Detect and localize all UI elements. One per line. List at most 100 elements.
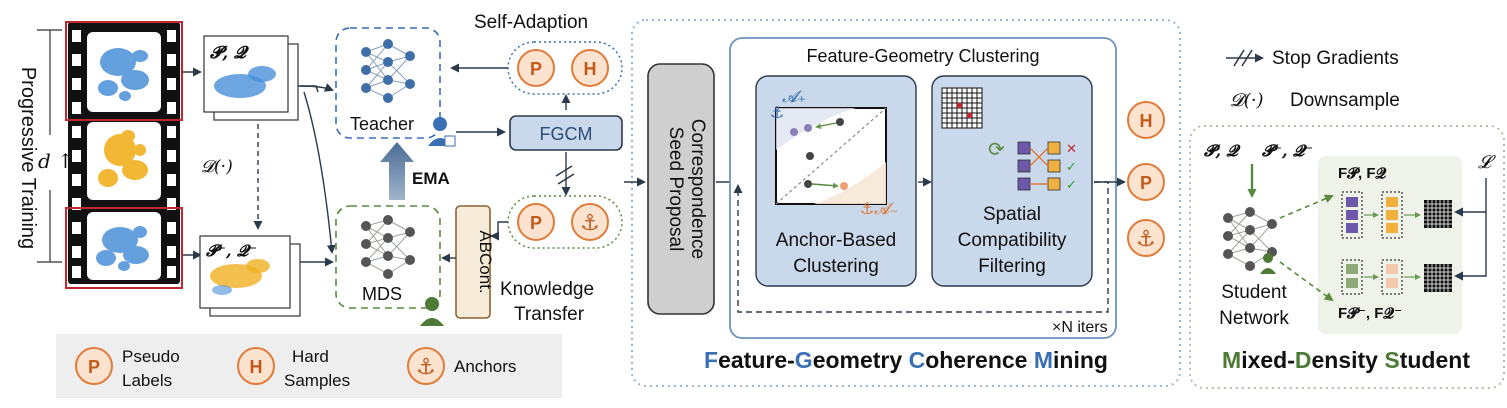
pq-minus-card-stack	[199, 235, 301, 317]
stop-gradient-legend-icon	[1226, 49, 1264, 67]
point-cloud-blue-top	[98, 48, 149, 101]
similarity-matrix-lower	[1424, 264, 1452, 292]
fgcm-title-part-5: oherence	[925, 347, 1034, 373]
legend-hard-line2: Samples	[284, 371, 350, 390]
legend-pseudo-line2: Labels	[122, 371, 172, 390]
legend-pseudo-badge: P	[75, 347, 113, 385]
legend-pseudo-line1: Pseudo	[122, 347, 180, 366]
compatibility-grid-icon	[941, 87, 983, 129]
spatial-line3: Filtering	[978, 256, 1046, 277]
downsample-symbol: 𝓓(·)	[1230, 90, 1264, 111]
fgcm-title: Feature-Geometry Coherence Mining	[704, 347, 1108, 373]
teacher-box	[335, 27, 441, 139]
iteration-loop-arrow	[733, 181, 1109, 313]
arrow-kt-to-abcont	[490, 221, 508, 241]
student-title: Mixed-Density Student	[1222, 347, 1470, 373]
mds-box	[335, 205, 441, 309]
stop-gradient-mark	[555, 165, 575, 185]
self-adaption-hard-badge: H	[571, 49, 609, 87]
point-cloud-blue-bottom	[96, 226, 149, 271]
kt-pseudo-badge: P	[517, 203, 555, 241]
svg-text:P: P	[530, 59, 542, 79]
progressive-training-label: Progressive Training	[17, 67, 39, 249]
self-adaption-pseudo-badge: P	[517, 49, 555, 87]
pq-label: 𝓟, 𝓠	[210, 43, 249, 63]
student-title-part-0: M	[1222, 347, 1241, 373]
student-network-icon	[1223, 207, 1277, 274]
svg-text:Progressive Training: Progressive Training	[17, 67, 39, 249]
student-f-label: F𝓟, F𝓠	[1338, 165, 1386, 182]
fgc-inner-title: Feature-Geometry Clustering	[806, 46, 1039, 66]
legend-hard-badge: H	[237, 347, 275, 385]
svg-text:⚓: ⚓	[580, 210, 600, 235]
similarity-matrix-upper	[1424, 200, 1452, 228]
self-adaption-label: Self-Adaption	[474, 12, 588, 33]
stop-gradients-label: Stop Gradients	[1272, 48, 1399, 69]
seed-proposal-box	[647, 63, 715, 315]
iters-label: ×N iters	[1052, 319, 1108, 336]
svg-text:✕: ✕	[1066, 141, 1077, 156]
legend-anchors-label: Anchors	[454, 357, 516, 376]
student-title-part-5: tudent	[1400, 347, 1471, 373]
svg-text:✓: ✓	[1066, 159, 1077, 174]
fgcm-title-part-7: ining	[1053, 347, 1108, 373]
seed-line2: Seed Proposal	[665, 127, 686, 252]
arrow-pq-to-mds	[303, 91, 336, 254]
fgcm-out-pseudo-badge: P	[1127, 163, 1165, 201]
mds-label: MDS	[362, 284, 402, 304]
a-plus-label: 𝓐₊	[782, 87, 806, 106]
refresh-icon: ⟳	[988, 139, 1005, 161]
legend-hard-line1: Hard	[292, 347, 329, 366]
anchor-line2: Clustering	[793, 256, 879, 277]
knowledge-transfer-line1: Knowledge	[500, 279, 594, 300]
fgcm-title-part-2: G	[795, 347, 813, 373]
fgcm-title-part-6: M	[1034, 347, 1053, 373]
ema-label: EMA	[412, 169, 450, 188]
svg-text:⚓: ⚓	[416, 354, 436, 379]
arrow-pq-to-teacher	[299, 83, 334, 92]
student-input-pq: 𝓟, 𝓠	[1204, 141, 1242, 160]
teacher-person-icon	[428, 117, 456, 147]
svg-text:⚓: ⚓	[1136, 226, 1156, 251]
teacher-network-nodes	[361, 39, 415, 103]
mds-person-icon	[420, 297, 444, 326]
fgcm-title-part-1: eature-	[718, 347, 795, 373]
kt-anchor-icon: ⚓	[571, 203, 609, 241]
student-title-part-2: D	[1295, 347, 1312, 373]
svg-text:P: P	[530, 213, 542, 233]
abcont-box	[455, 205, 491, 319]
abcont-label: ABCont.	[476, 230, 495, 293]
spatial-line1: Spatial	[983, 204, 1041, 225]
svg-text:H: H	[250, 357, 263, 377]
fgcm-label: FGCM	[540, 124, 593, 144]
arrow-student-to-f	[1279, 194, 1334, 219]
density-label: d ↑	[38, 149, 74, 173]
legend-anchor-icon: ⚓	[407, 347, 445, 385]
film-frame-top-highlight	[65, 21, 183, 121]
anchor-line1: Anchor-Based	[776, 230, 896, 251]
fgcm-title-part-3: eometry	[813, 347, 909, 373]
legend-panel	[56, 334, 562, 398]
svg-text:✓: ✓	[1066, 177, 1077, 192]
anchor-plus-icon: ⚓	[770, 105, 784, 122]
svg-text:P: P	[88, 357, 100, 377]
student-title-part-4: S	[1384, 347, 1399, 373]
student-input-pq-minus: 𝓟⁻, 𝓠⁻	[1262, 141, 1313, 160]
anchor-minus-icon: ⚓	[860, 201, 874, 218]
student-f-minus-label: F𝓟⁻, F𝓠⁻	[1338, 305, 1402, 322]
arrow-student-to-f-minus	[1279, 261, 1334, 302]
fgcm-box	[509, 115, 623, 151]
svg-text:H: H	[1140, 111, 1153, 131]
downsample-label: Downsample	[1290, 90, 1400, 111]
film-frame-bottom-highlight	[65, 207, 183, 289]
student-title-part-1: ixed-	[1241, 347, 1295, 373]
svg-text:H: H	[584, 59, 597, 79]
a-minus-label: 𝓐₋	[874, 199, 898, 218]
film-holes-right	[167, 30, 176, 278]
pq-card-stack	[203, 35, 299, 121]
student-title-part-3: ensity	[1312, 347, 1385, 373]
student-network-line1: Student	[1221, 282, 1287, 303]
matching-icon: ✕ ✓ ✓	[1017, 141, 1077, 192]
film-holes-left	[72, 30, 81, 278]
svg-text:P: P	[1140, 173, 1152, 193]
